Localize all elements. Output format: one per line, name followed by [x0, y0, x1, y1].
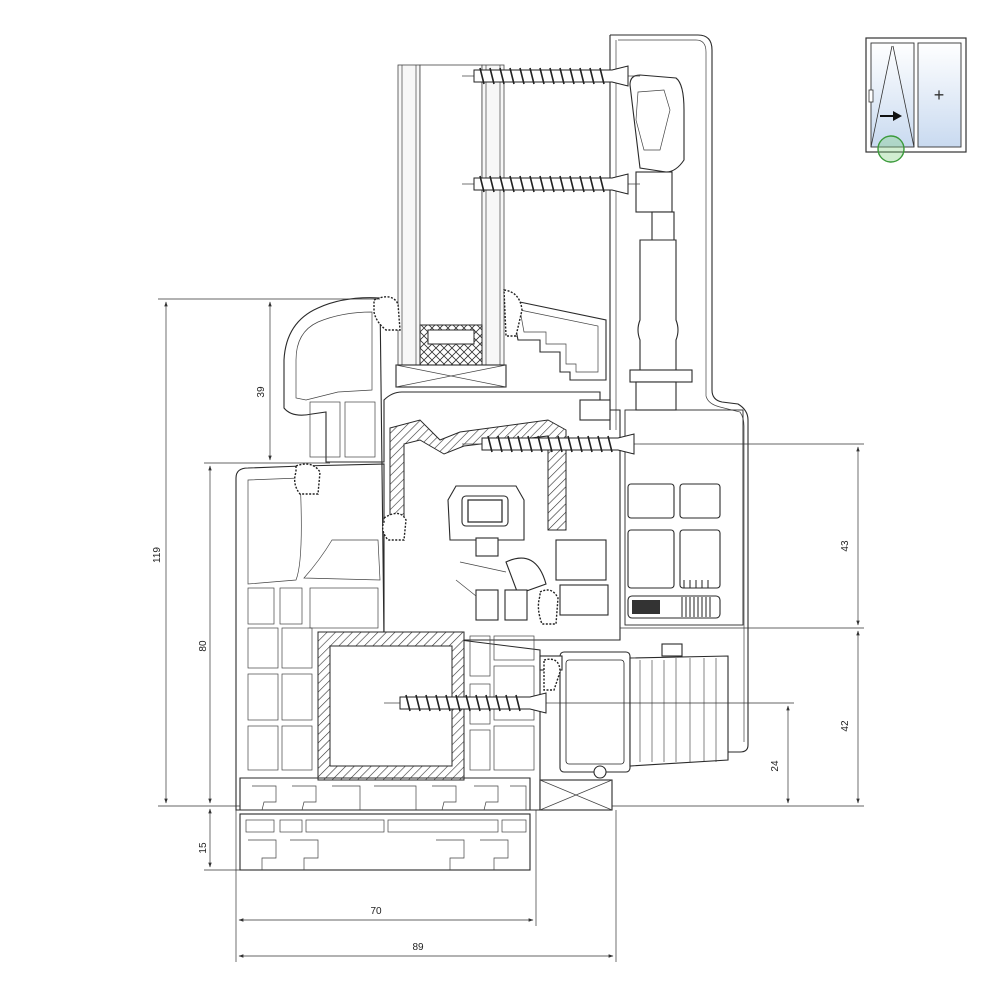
- arrow-right-icon: [880, 111, 902, 121]
- glazing-unit: [395, 64, 507, 388]
- dimension-80-label: 80: [198, 640, 209, 652]
- dimension-70-label: 70: [370, 906, 382, 917]
- dimension-89-label: 89: [412, 942, 424, 953]
- screw-icon: [462, 173, 640, 195]
- highlight-marker: [877, 135, 905, 163]
- dimension-43-label: 43: [840, 540, 851, 552]
- screw-icon: [462, 433, 640, 455]
- plus-icon: +: [934, 85, 945, 105]
- dimension-119-label: 119: [152, 547, 163, 563]
- dimension-42-label: 42: [840, 720, 851, 732]
- dimension-24-label: 24: [770, 760, 781, 772]
- wall-reveal-section: [609, 34, 749, 753]
- screw-icon: [384, 692, 560, 714]
- dimension-39-label: 39: [256, 386, 267, 398]
- dimension-lines: [158, 298, 864, 962]
- window-position-inset: +: [865, 37, 967, 163]
- seal-gaskets: [293, 289, 561, 691]
- screw-icon: [462, 65, 640, 87]
- dimension-15-label: 15: [198, 842, 209, 854]
- sash-profile: [283, 297, 621, 641]
